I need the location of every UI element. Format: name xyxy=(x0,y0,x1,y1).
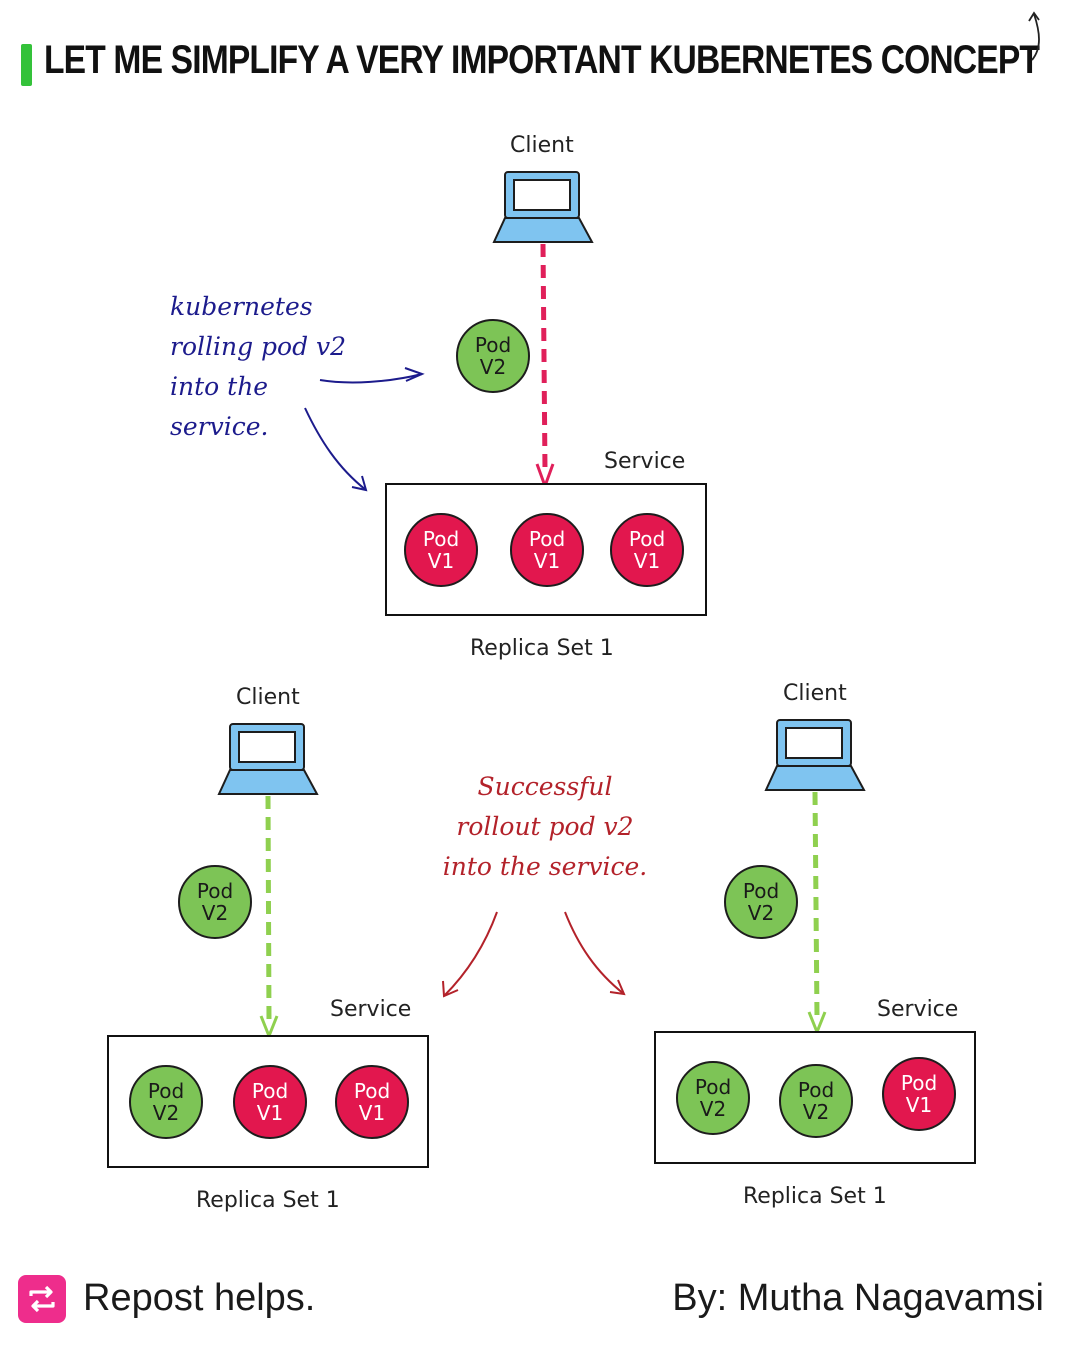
header-accent-bar xyxy=(21,44,32,86)
pod-version: V2 xyxy=(201,901,229,925)
pod-version: V1 xyxy=(427,549,455,573)
pod-label: Pod xyxy=(353,1079,391,1103)
bottom-left-incoming-pod-v2: Pod V2 xyxy=(178,865,252,939)
repost-text: Repost helps. xyxy=(83,1277,316,1319)
bottom-left-service-box: Pod V2 Pod V1 Pod V1 xyxy=(107,1035,429,1168)
bottom-right-client-label: Client xyxy=(783,681,847,706)
top-laptop-icon xyxy=(492,171,594,243)
rolling-note: kubernetes rolling pod v2 into the servi… xyxy=(170,287,346,447)
bottom-left-pod-3: Pod V1 xyxy=(335,1065,409,1139)
bottom-right-traffic-arrow xyxy=(807,791,827,1037)
bottom-right-service-box: Pod V2 Pod V2 Pod V1 xyxy=(654,1031,976,1164)
repost-icon xyxy=(18,1275,66,1323)
pod-label: Pod xyxy=(422,527,460,551)
rolling-note-arrow-down xyxy=(304,407,368,492)
rolling-note-line: kubernetes xyxy=(170,292,313,321)
rolling-note-arrow-right xyxy=(319,367,425,384)
bottom-right-pod-3: Pod V1 xyxy=(882,1057,956,1131)
top-service-box: Pod V1 Pod V1 Pod V1 xyxy=(385,483,707,616)
bottom-left-laptop-icon xyxy=(217,723,319,795)
pod-version: V1 xyxy=(256,1101,284,1125)
pod-version: V2 xyxy=(747,901,775,925)
author-credit: By: Mutha Nagavamsi xyxy=(672,1277,1044,1319)
top-replica-label: Replica Set 1 xyxy=(470,636,614,661)
top-traffic-arrow xyxy=(535,243,555,491)
pod-label: Pod xyxy=(196,879,234,903)
pod-version: V1 xyxy=(905,1093,933,1117)
rolling-note-line: into the xyxy=(170,372,269,401)
pod-version: V2 xyxy=(802,1100,830,1124)
pod-label: Pod xyxy=(900,1071,938,1095)
pod-label: Pod xyxy=(251,1079,289,1103)
rolling-note-line: rolling pod v2 xyxy=(170,332,347,361)
bottom-left-replica-label: Replica Set 1 xyxy=(196,1188,340,1213)
pod-version: V1 xyxy=(358,1101,386,1125)
top-client-label: Client xyxy=(510,133,574,158)
bottom-left-pod-1: Pod V2 xyxy=(129,1065,203,1139)
success-note-line: rollout pod v2 xyxy=(456,812,634,841)
bottom-left-service-label: Service xyxy=(330,997,412,1022)
top-incoming-pod-v2: Pod V2 xyxy=(456,319,530,393)
rolling-note-line: service. xyxy=(170,412,269,441)
bottom-left-traffic-arrow xyxy=(259,795,279,1041)
success-note-arrow-right xyxy=(564,911,626,996)
pod-version: V2 xyxy=(152,1101,180,1125)
pod-label: Pod xyxy=(742,879,780,903)
bottom-left-client-label: Client xyxy=(236,685,300,710)
bottom-right-pod-1: Pod V2 xyxy=(676,1061,750,1135)
pod-label: Pod xyxy=(147,1079,185,1103)
pod-version: V1 xyxy=(533,549,561,573)
success-note: Successful rollout pod v2 into the servi… xyxy=(420,767,670,887)
pod-label: Pod xyxy=(528,527,566,551)
pod-label: Pod xyxy=(797,1078,835,1102)
success-note-arrow-left xyxy=(442,911,498,998)
bottom-right-replica-label: Replica Set 1 xyxy=(743,1184,887,1209)
top-pod-2: Pod V1 xyxy=(510,513,584,587)
pod-version: V1 xyxy=(633,549,661,573)
top-pod-1: Pod V1 xyxy=(404,513,478,587)
pod-label: Pod xyxy=(628,527,666,551)
bottom-left-pod-2: Pod V1 xyxy=(233,1065,307,1139)
pod-version: V2 xyxy=(699,1097,727,1121)
top-service-label: Service xyxy=(604,449,686,474)
bottom-right-laptop-icon xyxy=(764,719,866,791)
bottom-right-pod-2: Pod V2 xyxy=(779,1064,853,1138)
pod-label: Pod xyxy=(694,1075,732,1099)
success-note-line: into the service. xyxy=(442,852,648,881)
pod-label: Pod xyxy=(474,333,512,357)
bottom-right-service-label: Service xyxy=(877,997,959,1022)
corner-arrow-icon xyxy=(1028,11,1040,61)
top-pod-3: Pod V1 xyxy=(610,513,684,587)
page-title: LET ME SIMPLIFY A VERY IMPORTANT KUBERNE… xyxy=(44,38,1040,82)
bottom-right-incoming-pod-v2: Pod V2 xyxy=(724,865,798,939)
pod-version: V2 xyxy=(479,355,507,379)
success-note-line: Successful xyxy=(477,772,613,801)
